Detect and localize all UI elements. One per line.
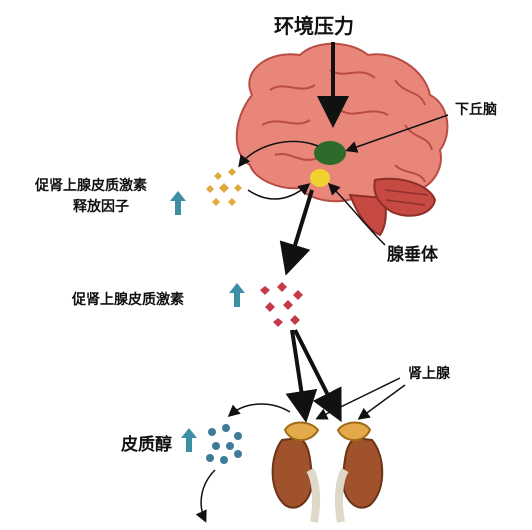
cortisol-downstream-arrow: [195, 469, 216, 523]
pituitary-to-acth-arrow: [279, 189, 314, 276]
cortisol-up-arrow-icon: [181, 428, 197, 452]
label-acth: 促肾上腺皮质激素: [72, 292, 184, 308]
label-crh-line1: 促肾上腺皮质激素: [35, 178, 147, 194]
crh-molecules: [206, 168, 242, 206]
crh-up-arrow-icon: [170, 191, 186, 215]
label-crh-line2: 释放因子: [73, 199, 129, 215]
acth-up-arrow-icon: [229, 283, 245, 307]
brain-illustration: [235, 42, 449, 237]
hypothalamus-shape: [314, 141, 346, 165]
cortisol-molecules: [206, 424, 242, 464]
label-adrenal: 肾上腺: [408, 366, 450, 382]
pituitary-shape: [310, 169, 330, 187]
label-pituitary: 腺垂体: [387, 245, 438, 265]
title-environmental-stress: 环境压力: [274, 14, 354, 38]
kidneys: [271, 421, 384, 523]
adrenal-pointer-right: [357, 384, 406, 420]
acth-to-right-adrenal-arrow: [293, 329, 342, 423]
adrenal-pointer-left: [315, 377, 401, 420]
crh-release-arrow: [238, 140, 319, 168]
acth-molecules: [260, 282, 303, 327]
hypothalamus-pointer: [345, 114, 449, 153]
adrenal-to-cortisol-arrow: [227, 403, 291, 417]
label-hypothalamus: 下丘脑: [455, 102, 497, 118]
acth-to-left-adrenal-arrow: [285, 329, 318, 423]
label-cortisol: 皮质醇: [121, 435, 172, 455]
crh-to-pituitary-arrow: [247, 183, 311, 200]
pituitary-pointer: [327, 182, 386, 246]
